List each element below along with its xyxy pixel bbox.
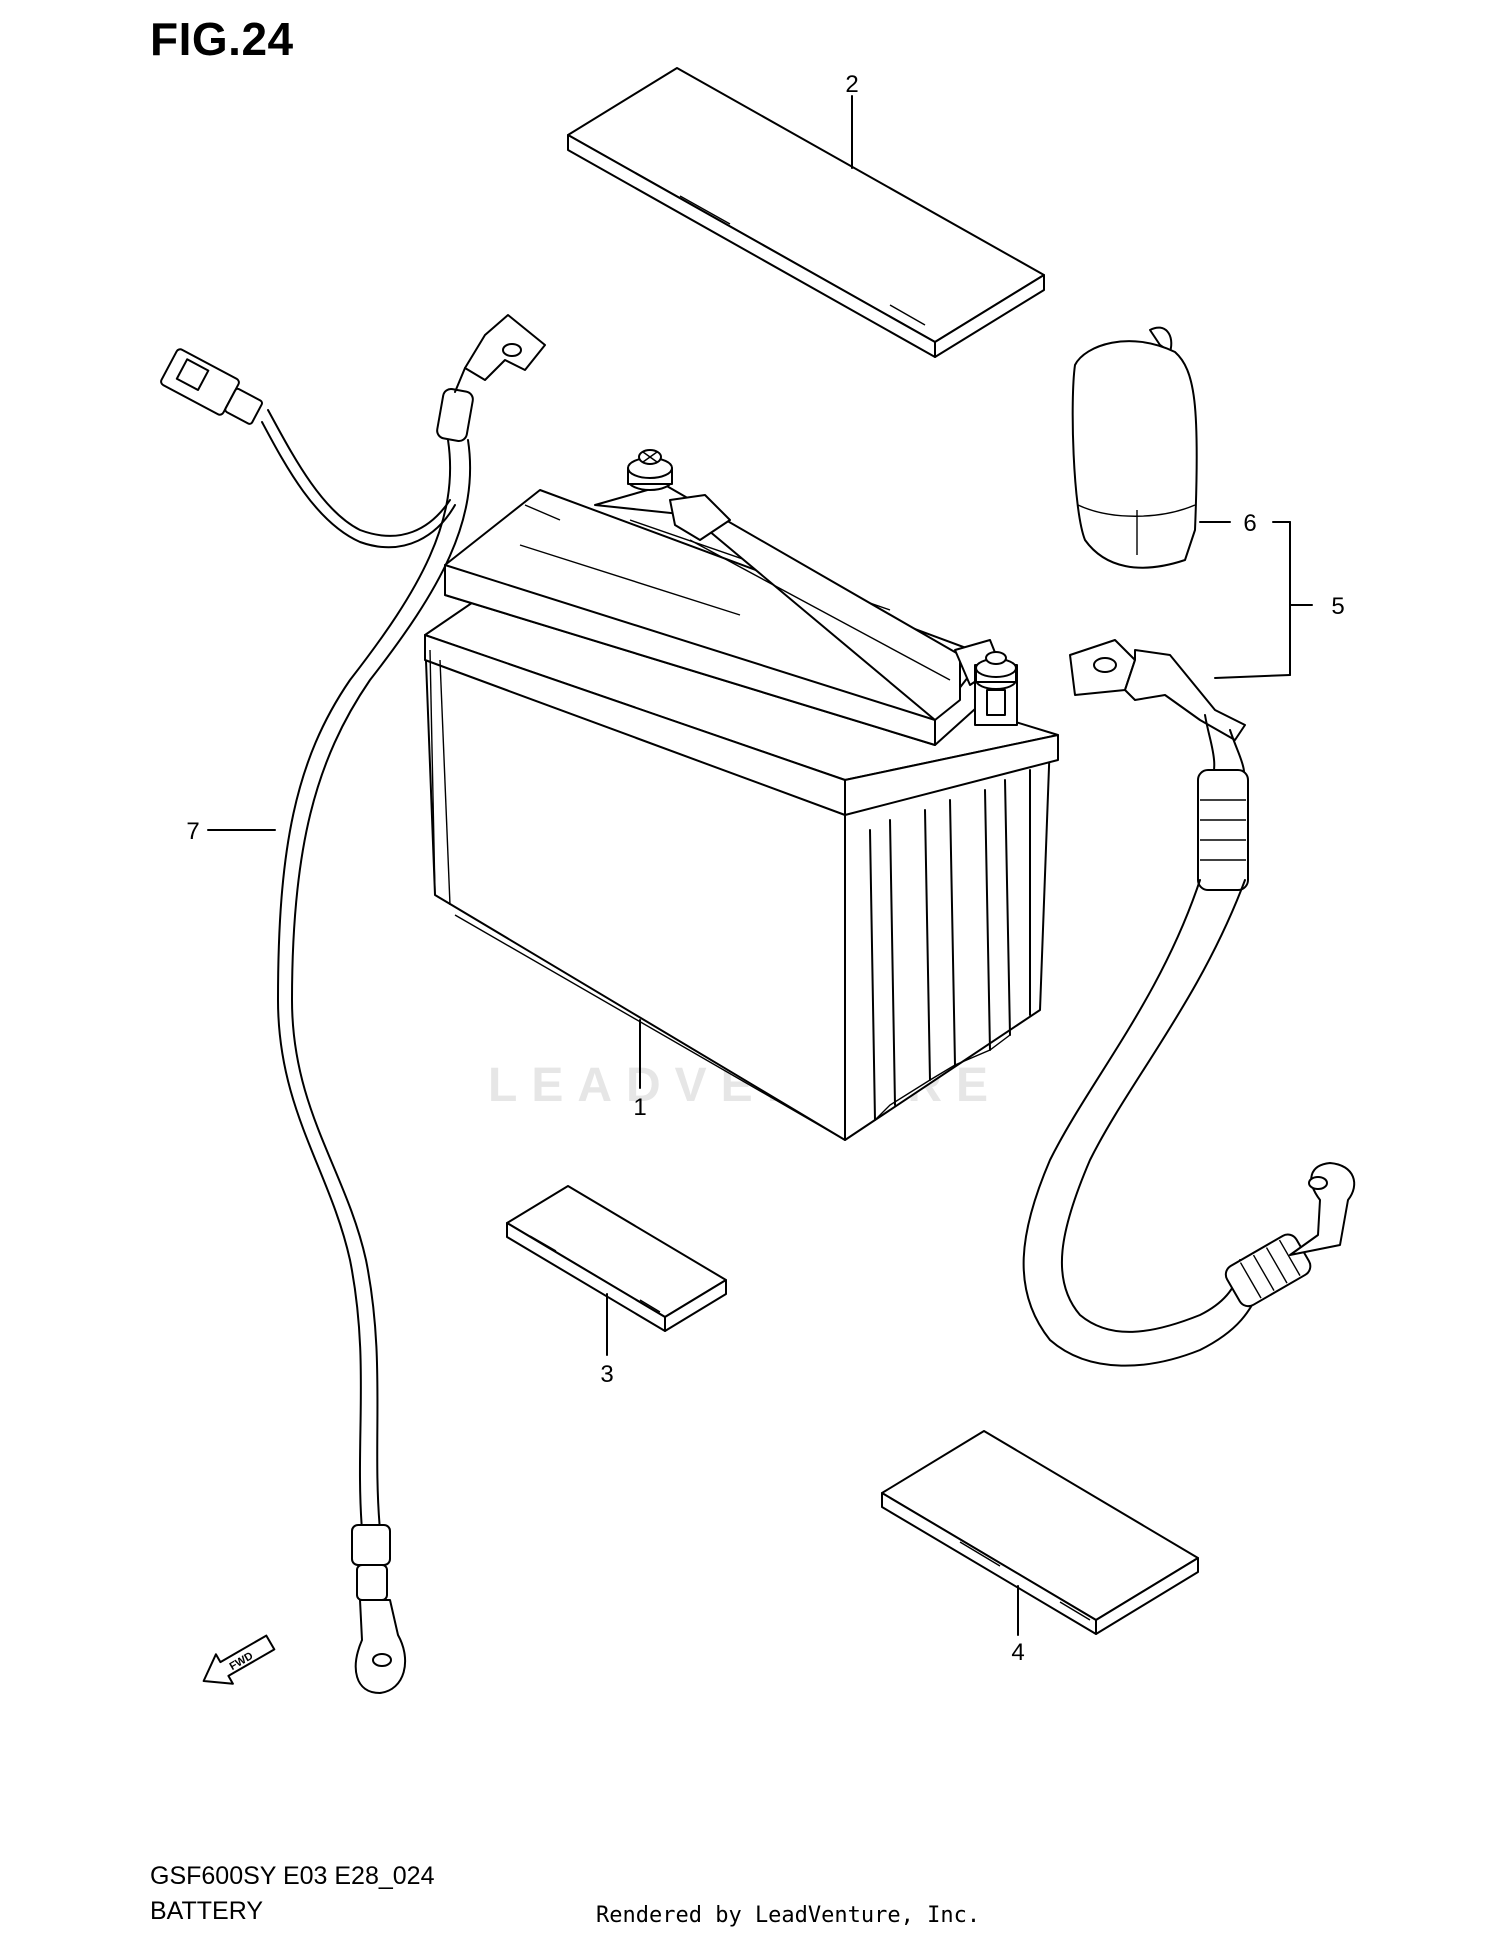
- part-5-positive-cable: [1022, 639, 1356, 1367]
- terminal-bolt-negative: [627, 449, 673, 491]
- callout-6: 6: [1243, 510, 1256, 537]
- callout-4: 4: [1011, 1639, 1024, 1666]
- rendered-by-credit: Rendered by LeadVenture, Inc.: [596, 1903, 981, 1928]
- part-1-battery: [424, 449, 1059, 1141]
- figure-title: FIG.24: [150, 13, 294, 65]
- part-6-terminal-cover: [1071, 326, 1198, 569]
- terminal-bolt-positive: [974, 651, 1018, 726]
- callout-2: 2: [845, 71, 858, 98]
- callout-5: 5: [1331, 593, 1344, 620]
- callout-3: 3: [600, 1361, 613, 1388]
- callout-7: 7: [186, 818, 199, 845]
- model-code: GSF600SY E03 E28_024: [150, 1862, 435, 1890]
- leader-bracket-5-6: [1199, 521, 1313, 679]
- part-3-pad: [506, 1185, 727, 1332]
- part-2-pad: [567, 67, 1045, 358]
- fwd-arrow-icon: FWD: [202, 1634, 276, 1685]
- part-4-pad: [881, 1430, 1199, 1635]
- section-name: BATTERY: [150, 1897, 263, 1925]
- part-7-negative-cable: [160, 314, 546, 1694]
- callout-1: 1: [633, 1094, 646, 1121]
